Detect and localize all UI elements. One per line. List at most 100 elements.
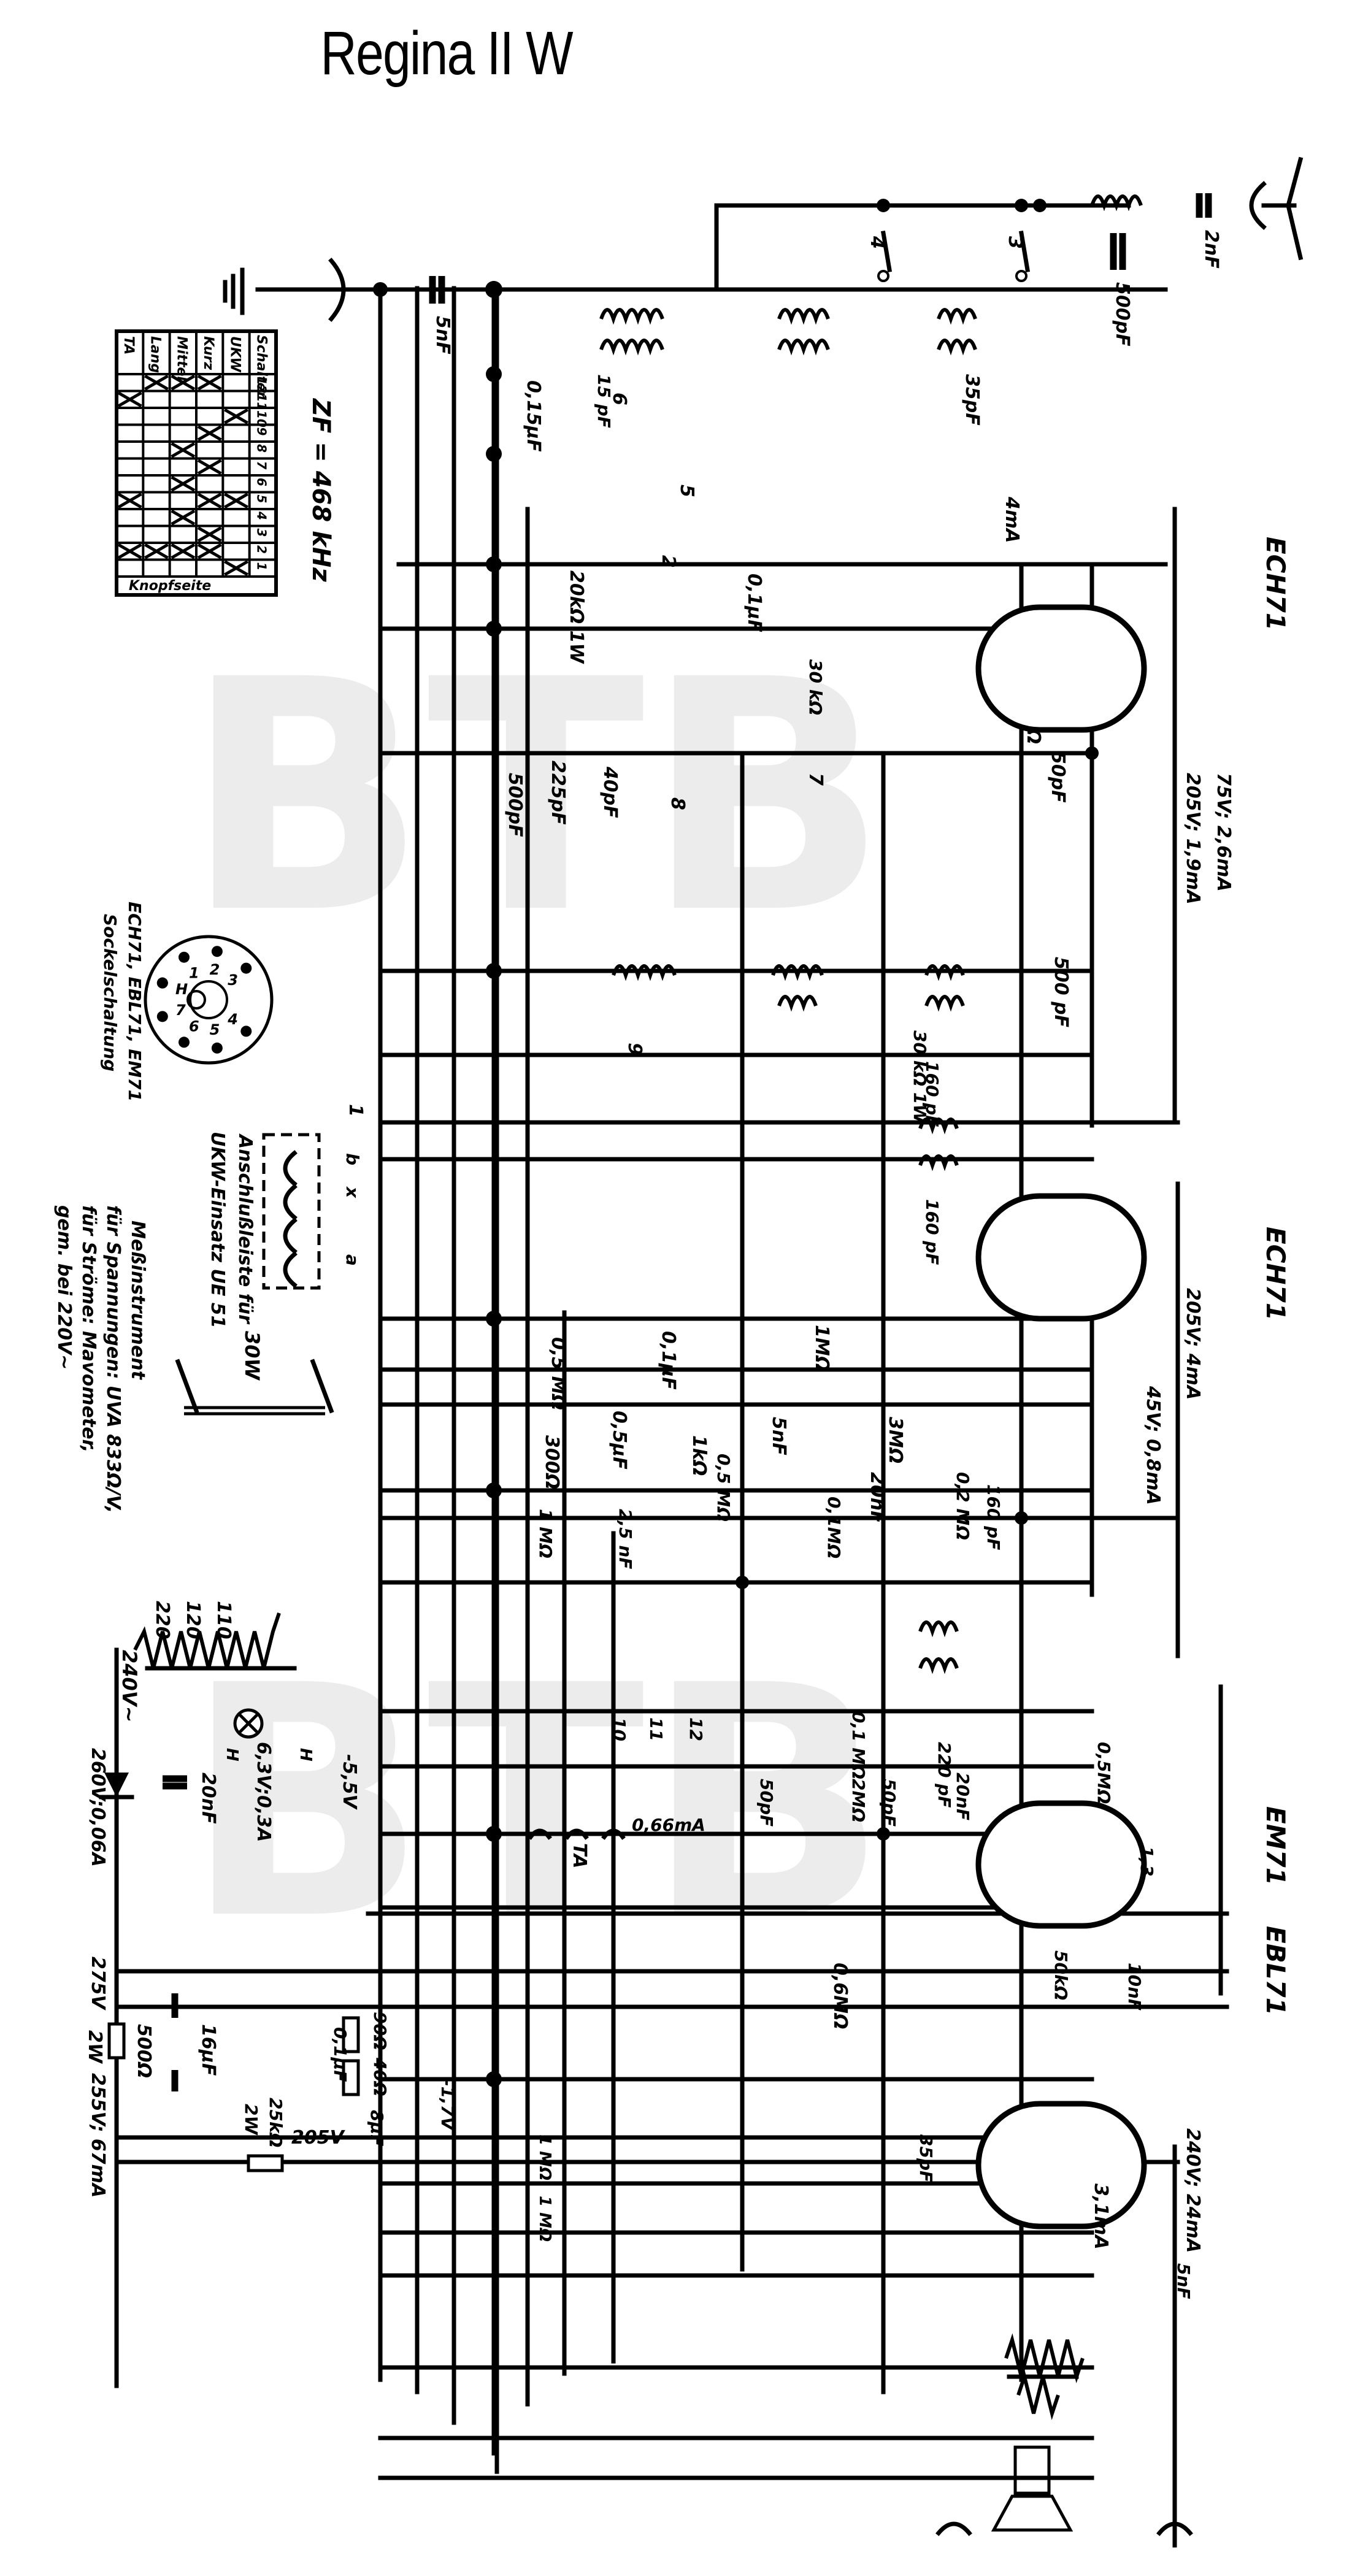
junctions [373,199,1099,2087]
switch-8-label: 8 [667,797,688,810]
switch-closed-mark [197,425,222,442]
rf-coils [599,194,1143,1674]
socket-pin [179,1037,190,1048]
current-066mA-label: 0,66mA [632,1815,705,1835]
dropper-label: 25kΩ [266,2098,286,2147]
res-01M-audio-label: 0,1 MΩ [848,1711,869,1779]
speaker-icon [1013,2445,1051,2495]
power-supply: 30W 220 120 110 240V~ 260V;0,06A 20nF 6,… [84,1331,458,2388]
switch-table-number: 6 [255,478,269,486]
jack-icon-2 [1156,2521,1193,2536]
osc-labels: 500pF 225pF 40pF 500 pF 30 kΩ 1W 160 pF … [504,761,1072,1265]
res-05M-em-label: 0,5MΩ [1094,1742,1114,1804]
switch-closed-mark [171,374,196,391]
switch-closed-mark [224,493,248,509]
tube-1-v2: 205V; 1,9mA [1182,773,1204,905]
tube-em71: EM71 1,3 [975,1800,1291,1929]
switch-table-footer: Knopfseite [129,578,211,594]
cap-160pF-if-label: 160 pF [983,1484,1004,1550]
anode-current-label: 4mA [1001,496,1023,543]
cap-10nF-label: 10nF [1124,1963,1145,2011]
cap-500pF-label: 500pF [1112,282,1133,347]
switch-11-label: 11 [646,1717,666,1741]
res-1M-label: 1MΩ [811,1325,832,1371]
socket-caption-title: Sockelschaltung [100,914,120,1071]
pot-05M-label: 0,5 MΩ [713,1454,734,1522]
bias-label: -5,5V [339,1754,360,1811]
cap-25nF-label: 2,5 nF [615,1509,636,1569]
res-1M-a-label: 1 MΩ [536,2134,554,2180]
meter-note-3: für Ströme: Mavometer, [78,1205,99,1452]
socket-pin [156,1011,168,1022]
v-205-label: 205V [291,2127,346,2149]
tap-220: 220 [152,1601,173,1639]
cap-01uF-if-label: 0,1µF [658,1331,679,1390]
switch-closed-mark [171,543,196,559]
res-300-label: 300Ω [541,1435,563,1489]
watermark-top: BTB [184,611,888,983]
switch-closed-mark [117,543,142,559]
meter-note-2: für Spannungen: UVA 833Ω/V, [102,1205,124,1513]
socket-pin-label: 1 [189,965,199,982]
tube-4-name: EBL71 [1261,1926,1291,2015]
socket-pin-label: 6 [189,1018,199,1035]
switch-table-number: 11 [255,394,269,411]
filter-res-label: 500Ω [133,2024,155,2078]
rectifier-icon [104,1773,129,1797]
cap-05uF-label: 0,5µF [609,1411,630,1470]
cap-015uF-label: 0,15µF [523,380,544,452]
cap-35pF-a-label: 35pF [916,2134,936,2182]
switch-closed-mark [144,374,169,391]
socket-pin [240,1025,252,1037]
switch-table-band-lang: Lang [147,336,163,373]
switch-5-label: 5 [676,485,697,497]
v-255-label: 255V; 67mA [87,2073,109,2198]
cap-01uF-label: 0,1µF [743,573,765,632]
cap-2nF-label: 2nF [1200,230,1222,269]
socket-pin [179,951,190,963]
cap-220pF-label: 220 pF [934,1742,954,1807]
switch-table-header: Schalter [254,335,269,399]
rectifier-label: 260V;0,06A [87,1748,109,1867]
watermark: BTB BTB [184,611,888,1989]
cap-500pF-osc-label: 500pF [504,773,526,837]
socket-pin [211,1042,223,1054]
switch-closed-mark [224,408,248,424]
switch-6-label: 6 [609,393,630,405]
switch-4-label: 4 [866,236,888,249]
switch-table: SchalterUKWKurzMittelLangTA1211109876543… [115,329,278,597]
tube-ech71-1: ECH71 75V; 2,6mA 205V; 1,9mA [975,537,1291,905]
switch-table-band-ukw: UKW [227,336,242,373]
socket-pin-label: H [175,981,188,998]
switch-closed-mark [197,459,222,475]
res-30k-1w-label: 30 kΩ 1W [910,1030,930,1124]
switch-closed-mark [171,475,196,492]
terminal-a: a [342,1254,363,1266]
pilot-lamp-label: 6,3V;0,3A [253,1742,274,1842]
switch-7-label: 7 [805,773,826,786]
res-90-label: 90Ω [370,2012,390,2050]
tube-2-v1: 45V; 0,8mA [1142,1386,1164,1505]
switch-closed-mark [197,526,222,543]
tube-3-name: EM71 [1261,1806,1291,1885]
cap-5nF-out-label: 5nF [1173,2263,1194,2299]
meter-note-4: gem. bei 220V~ [53,1205,75,1370]
tap-110: 110 [213,1601,234,1639]
switch-1-label: 1 [345,1104,366,1117]
socket-pin [240,962,252,974]
socket-pin [156,977,168,989]
tube-2-name: ECH71 [1261,1227,1291,1321]
switch-table-number: 5 [255,495,269,504]
res-2M-label: 2MΩ [848,1779,869,1822]
antenna-section: 5nF 2nF 500pF [223,156,1304,355]
socket-pin [211,946,223,957]
cap-50pF-label: 50pF [1047,751,1069,803]
switch-table-number: 10 [255,410,269,427]
switch-closed-mark [224,560,248,577]
cap-160pF-2-label: 160 pF [922,1199,942,1265]
cap-20nF-a-label: 20nF [953,1773,973,1820]
tube-ebl71: EBL71 240V; 24mA 3,1mA [975,1926,1291,2253]
switch-table-band-mittel: Mittel [174,336,190,381]
res-30k-label: 30 kΩ [805,659,826,715]
switch-table-number: 4 [255,511,269,520]
